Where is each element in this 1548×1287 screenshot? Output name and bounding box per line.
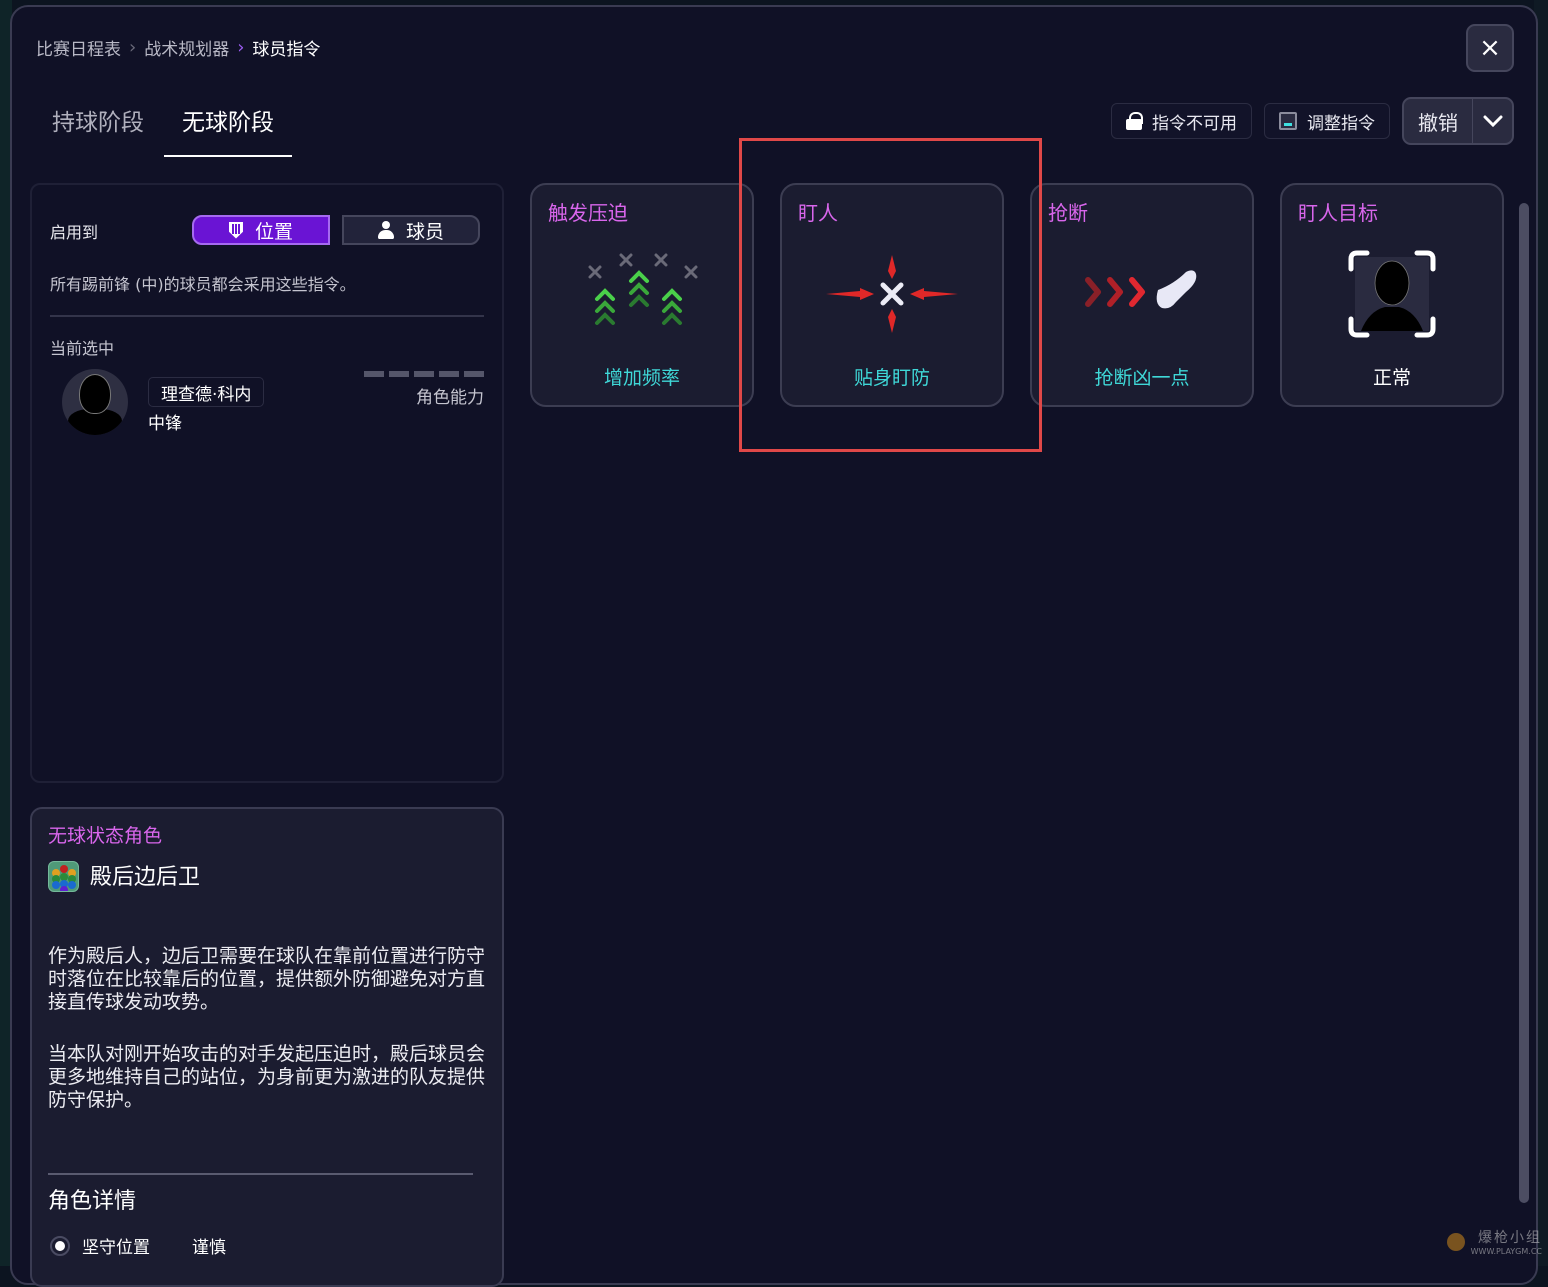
player-position: 中锋 xyxy=(148,409,182,434)
player-instructions-modal: 比赛日程表 › 战术规划器 › 球员指令 × 持球阶段 无球阶段 指令不可用 调… xyxy=(10,5,1538,1285)
card-title: 盯人 xyxy=(798,197,838,226)
user-icon xyxy=(378,221,394,239)
breadcrumb-schedule[interactable]: 比赛日程表 xyxy=(36,35,121,60)
role-description-1: 作为殿后人，边后卫需要在球队在靠前位置进行防守时落位在比较靠后的位置，提供额外防… xyxy=(48,945,488,1014)
close-button[interactable]: × xyxy=(1466,24,1514,72)
watermark-en: WWW.PLAYGM.CC xyxy=(1471,1247,1542,1256)
breadcrumb-current: 球员指令 xyxy=(252,35,320,60)
card-marking-target[interactable]: 盯人目标 正常 xyxy=(1280,183,1504,407)
breadcrumb-tactics[interactable]: 战术规划器 xyxy=(144,35,229,60)
card-value: 抢断凶一点 xyxy=(1032,363,1252,390)
role-panel: 无球状态角色 殿后边后卫 作为殿后人，边后卫需要在球队在靠前位置进行防守时落位在… xyxy=(30,807,504,1287)
card-tackling[interactable]: 抢断 抢断凶一点 xyxy=(1030,183,1254,407)
role-details-header: 角色详情 xyxy=(48,1183,136,1215)
player-label: 球员 xyxy=(406,217,444,244)
undo-dropdown-button[interactable] xyxy=(1472,99,1512,143)
card-value: 增加频率 xyxy=(532,363,752,390)
phase-tabs: 持球阶段 无球阶段 xyxy=(52,99,274,157)
role-ability-label: 角色能力 xyxy=(416,383,484,408)
tackle-boot-icon xyxy=(1032,249,1252,339)
adjust-instructions-button[interactable]: 调整指令 xyxy=(1264,103,1390,139)
tight-marking-icon xyxy=(782,249,1002,339)
player-target-icon xyxy=(1282,249,1502,339)
role-description-2: 当本队对刚开始攻击的对手发起压迫时，殿后球员会更多地维持自己的站位，为身前更为激… xyxy=(48,1043,488,1112)
apply-to-label: 启用到 xyxy=(50,219,98,243)
card-title: 触发压迫 xyxy=(548,197,628,226)
chevron-right-icon: › xyxy=(237,37,244,58)
tab-out-of-possession[interactable]: 无球阶段 xyxy=(182,99,274,157)
pressing-arrows-icon xyxy=(532,249,752,339)
card-trigger-press[interactable]: 触发压迫 增加频率 xyxy=(530,183,754,407)
undo-split-button: 撤销 xyxy=(1402,97,1514,145)
adjust-label: 调整指令 xyxy=(1307,109,1375,134)
role-header: 无球状态角色 xyxy=(48,821,162,848)
card-marking[interactable]: 盯人 贴身盯防 xyxy=(780,183,1004,407)
role-name: 殿后边后卫 xyxy=(90,859,200,891)
role-detail-row: 坚守位置 谨慎 xyxy=(50,1233,226,1258)
undo-button[interactable]: 撤销 xyxy=(1404,99,1472,143)
divider xyxy=(48,1173,473,1175)
divider xyxy=(50,315,484,317)
chevron-right-icon: › xyxy=(129,37,136,58)
unavailable-label: 指令不可用 xyxy=(1152,109,1237,134)
segment-position-button[interactable]: 位置 xyxy=(192,215,330,245)
vertical-scrollbar[interactable] xyxy=(1519,203,1529,1203)
current-selected-label: 当前选中 xyxy=(50,335,114,359)
detail-value: 谨慎 xyxy=(192,1233,226,1258)
top-actions: 指令不可用 调整指令 撤销 xyxy=(1111,97,1514,145)
shield-icon xyxy=(229,222,243,239)
watermark-logo-icon xyxy=(1447,1233,1465,1251)
tab-in-possession[interactable]: 持球阶段 xyxy=(52,99,144,157)
apply-hint: 所有踢前锋 (中)的球员都会采用这些指令。 xyxy=(50,271,356,295)
detail-label: 坚守位置 xyxy=(82,1233,150,1258)
instruction-cards: 触发压迫 增加频率 盯人 xyxy=(530,183,1504,407)
close-icon: × xyxy=(1479,33,1501,63)
apply-to-panel: 启用到 位置 球员 所有踢前锋 (中)的球员都会采用这些指令。 当前选中 理查德… xyxy=(30,183,504,783)
role-formation-icon xyxy=(48,861,79,892)
card-title: 盯人目标 xyxy=(1298,197,1378,226)
card-value: 贴身盯防 xyxy=(782,363,1002,390)
adjust-icon xyxy=(1279,112,1297,130)
card-title: 抢断 xyxy=(1048,197,1088,226)
position-label: 位置 xyxy=(255,217,293,244)
lock-icon xyxy=(1126,112,1142,130)
watermark-cn: 爆枪小组 xyxy=(1478,1227,1542,1247)
role-ability-bars xyxy=(364,371,484,377)
avatar xyxy=(62,369,128,435)
breadcrumb: 比赛日程表 › 战术规划器 › 球员指令 xyxy=(36,35,320,60)
card-value: 正常 xyxy=(1282,363,1502,390)
instructions-unavailable-button[interactable]: 指令不可用 xyxy=(1111,103,1252,139)
apply-to-segment: 位置 球员 xyxy=(192,215,480,245)
player-name-button[interactable]: 理查德·科内 xyxy=(148,377,264,407)
chevron-down-icon xyxy=(1483,115,1503,127)
segment-player-button[interactable]: 球员 xyxy=(342,215,480,245)
watermark: 爆枪小组 WWW.PLAYGM.CC xyxy=(1447,1227,1542,1256)
radio-icon[interactable] xyxy=(50,1236,70,1256)
